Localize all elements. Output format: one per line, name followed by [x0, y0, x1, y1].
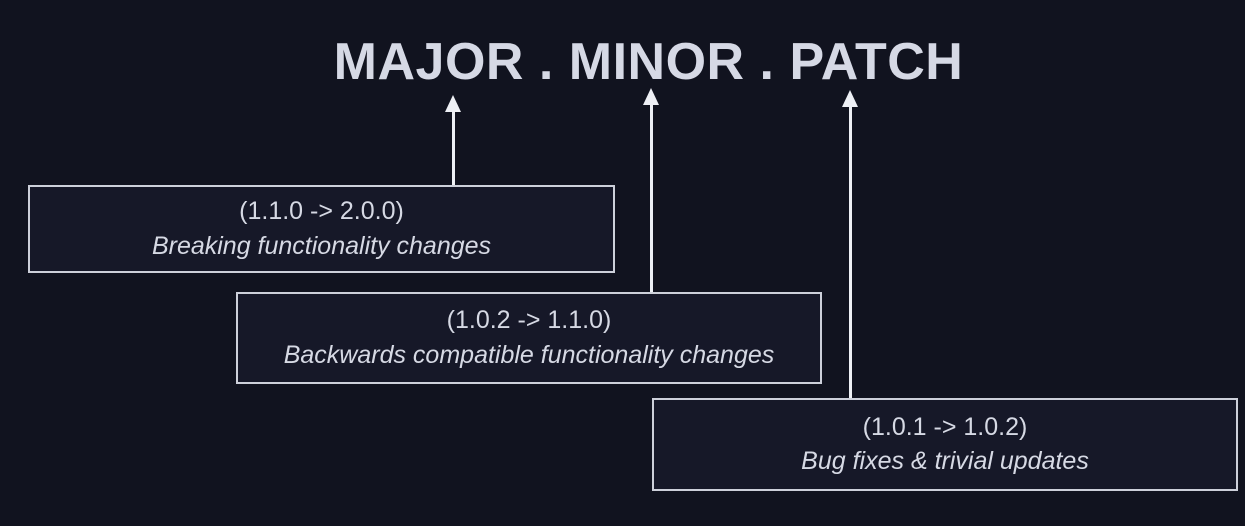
major-description: Breaking functionality changes — [151, 231, 492, 260]
minor-note-box: (1.0.2 -> 1.1.0) Backwards compatible fu… — [236, 292, 822, 384]
arrow-up-icon — [643, 88, 659, 105]
major-arrow — [444, 95, 462, 186]
arrow-up-icon — [445, 95, 461, 112]
major-version-change: (1.1.0 -> 2.0.0) — [239, 197, 404, 225]
major-note-box: (1.1.0 -> 2.0.0) Breaking functionality … — [28, 185, 615, 273]
patch-note-box: (1.0.1 -> 1.0.2) Bug fixes & trivial upd… — [652, 398, 1238, 491]
minor-arrow-line — [649, 105, 653, 293]
major-arrow-line — [451, 112, 455, 186]
patch-description: Bug fixes & trivial updates — [801, 447, 1089, 475]
patch-arrow — [841, 90, 859, 400]
page-title: MAJOR . MINOR . PATCH — [333, 33, 964, 91]
arrow-up-icon — [842, 90, 858, 107]
patch-arrow-line — [848, 107, 852, 400]
minor-description: Backwards compatible functionality chang… — [283, 340, 775, 369]
patch-version-change: (1.0.1 -> 1.0.2) — [862, 412, 1028, 441]
minor-version-change: (1.0.2 -> 1.1.0) — [446, 306, 612, 334]
minor-arrow — [642, 88, 660, 293]
